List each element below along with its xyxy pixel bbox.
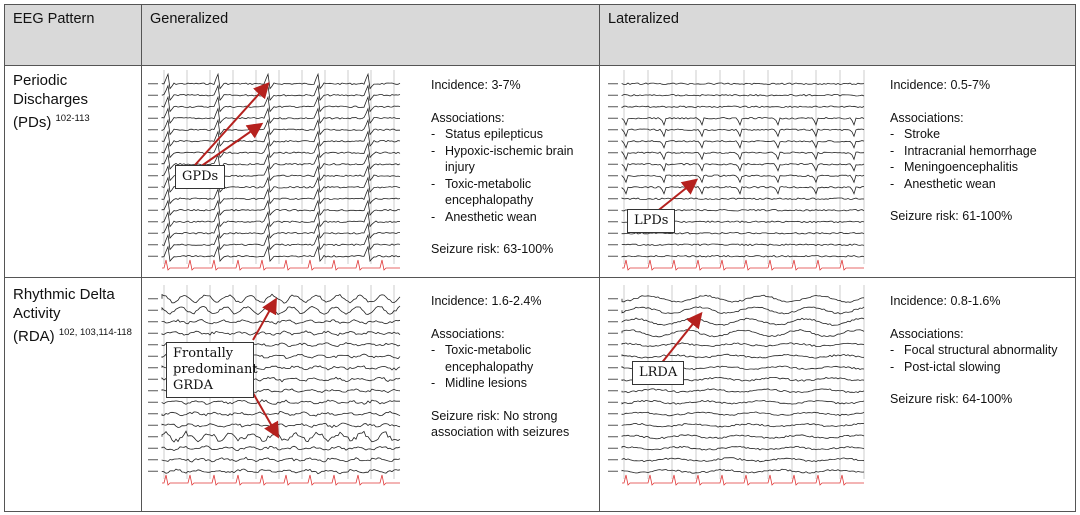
- list-item: Anesthetic wean: [431, 209, 591, 226]
- reference-superscript: 102, 103,114-118: [58, 327, 132, 338]
- list-item: Hypoxic-ischemic brain injury: [431, 143, 591, 176]
- row-label-line: Rhythmic Delta: [13, 286, 115, 303]
- list-item: Midline lesions: [431, 375, 593, 392]
- arrow-lpd: [654, 178, 699, 214]
- incidence-text: Incidence: 0.5-7%: [890, 78, 991, 92]
- list-item: Meningoencephalitis: [890, 159, 1070, 176]
- associations-title: Associations:: [890, 110, 964, 125]
- associations-title: Associations:: [890, 326, 964, 341]
- arrow-gpd-2: [199, 122, 264, 168]
- column-divider: [141, 5, 142, 511]
- incidence-text: Incidence: 3-7%: [431, 78, 521, 92]
- eeg-trace-graphic: [608, 70, 865, 271]
- reference-superscript: 102-113: [55, 113, 90, 124]
- associations-title: Associations:: [431, 110, 505, 125]
- eeg-image-lrda: [606, 285, 865, 489]
- arrow-grda-2: [252, 392, 279, 439]
- arrow-gpd-1: [194, 82, 270, 166]
- list-item: Status epilepticus: [431, 126, 591, 143]
- row-label-line: Discharges: [13, 91, 89, 108]
- arrow-lrda: [659, 311, 703, 366]
- list-item: Toxic-metabolic encephalopathy: [431, 342, 593, 375]
- associations-list: Toxic-metabolic encephalopathy Midline l…: [431, 342, 593, 392]
- table-header: [5, 5, 1075, 66]
- arrow-grda-1: [252, 297, 277, 341]
- associations-title: Associations:: [431, 326, 505, 341]
- list-item: Post-ictal slowing: [890, 359, 1070, 376]
- seizure-risk-text: Seizure risk: 61-100%: [890, 209, 1013, 223]
- incidence-text: Incidence: 0.8-1.6%: [890, 294, 1001, 308]
- eeg-pattern-table: EEG Pattern Generalized Lateralized Peri…: [4, 4, 1076, 512]
- list-item: Focal structural abnormality: [890, 342, 1070, 359]
- incidence-text: Incidence: 1.6-2.4%: [431, 294, 542, 308]
- row-label-line: (PDs) 102-113: [13, 113, 90, 131]
- arrow-overlay: [194, 82, 703, 439]
- list-item: Toxic-metabolic encephalopathy: [431, 176, 591, 209]
- seizure-risk-text: Seizure risk: No strong association with…: [431, 408, 570, 440]
- column-divider: [599, 5, 600, 511]
- row-divider: [5, 277, 1075, 278]
- info-gpds: Incidence: 3-7% Associations: Status epi…: [431, 77, 591, 258]
- row-label-pds: Periodic Discharges (PDs) 102-113: [13, 71, 90, 132]
- associations-list: Status epilepticus Hypoxic-ischemic brai…: [431, 126, 591, 225]
- associations-list: Stroke Intracranial hemorrhage Meningoen…: [890, 126, 1070, 192]
- eeg-image-lpds: [606, 70, 865, 274]
- list-item: Intracranial hemorrhage: [890, 143, 1070, 160]
- info-lrda: Incidence: 0.8-1.6% Associations: Focal …: [890, 293, 1070, 408]
- header-generalized: Generalized: [150, 11, 229, 27]
- list-item: Stroke: [890, 126, 1070, 143]
- callout-grda: Frontally predominant GRDA: [166, 342, 258, 398]
- list-item: Anesthetic wean: [890, 176, 1070, 193]
- seizure-risk-text: Seizure risk: 64-100%: [890, 392, 1013, 406]
- row-label-rda: Rhythmic Delta Activity (RDA) 102, 103,1…: [13, 285, 132, 346]
- callout-lpds: LPDs: [627, 209, 676, 233]
- header-eeg-pattern: EEG Pattern: [13, 11, 95, 27]
- row-label-line: Activity: [13, 305, 61, 322]
- associations-list: Focal structural abnormality Post-ictal …: [890, 342, 1070, 375]
- seizure-risk-text: Seizure risk: 63-100%: [431, 242, 554, 256]
- eeg-trace-graphic: [608, 285, 865, 486]
- info-lpds: Incidence: 0.5-7% Associations: Stroke I…: [890, 77, 1070, 225]
- header-lateralized: Lateralized: [608, 11, 679, 27]
- callout-lrda: LRDA: [632, 361, 685, 385]
- callout-gpds: GPDs: [175, 165, 226, 189]
- row-label-line: Periodic: [13, 72, 68, 89]
- info-grda: Incidence: 1.6-2.4% Associations: Toxic-…: [431, 293, 593, 441]
- row-label-line: (RDA) 102, 103,114-118: [13, 327, 132, 345]
